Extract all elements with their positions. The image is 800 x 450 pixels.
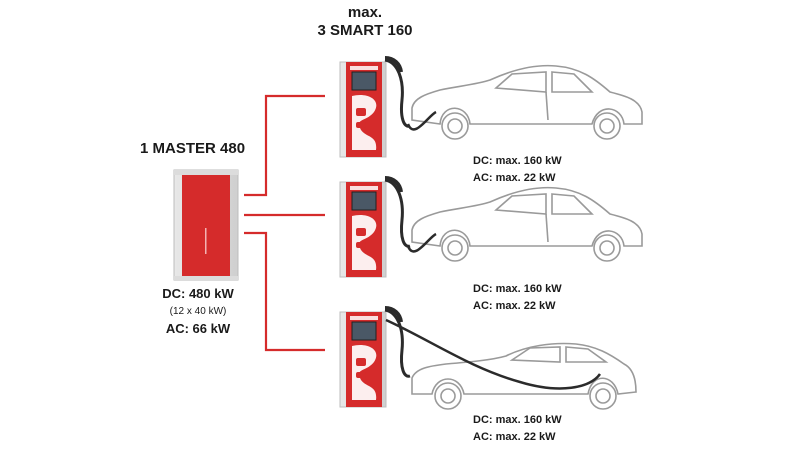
smart-count-title: 3 SMART 160 xyxy=(317,22,413,39)
master-dc-detail: (12 x 40 kW) xyxy=(169,306,227,317)
connection-line-3 xyxy=(244,231,325,352)
charger-3-ac-spec: AC: max. 22 kW xyxy=(473,431,556,443)
smart-160-charger-1 xyxy=(339,56,411,158)
charger-1-ac-spec: AC: max. 22 kW xyxy=(473,172,556,184)
master-480-cabinet xyxy=(173,169,239,281)
charger-plug-icon xyxy=(356,108,366,116)
smart-count-max: max. xyxy=(347,4,383,21)
charging-cable-1 xyxy=(406,110,437,131)
charger-2-ac-spec: AC: max. 22 kW xyxy=(473,300,556,312)
connection-lines xyxy=(244,94,325,352)
charger-3-dc-spec: DC: max. 160 kW xyxy=(473,414,562,426)
master-dc-spec: DC: 480 kW xyxy=(162,286,234,301)
master-ac-spec: AC: 66 kW xyxy=(165,321,231,336)
car-3 xyxy=(411,342,637,410)
charging-cable-3 xyxy=(385,318,602,390)
smart-160-charger-3 xyxy=(338,306,412,409)
charger-screen xyxy=(351,71,377,91)
charging-cable-2 xyxy=(406,232,437,253)
car-1 xyxy=(411,64,643,140)
car-2 xyxy=(411,186,643,262)
charger-2-dc-spec: DC: max. 160 kW xyxy=(473,283,562,295)
connection-line-1 xyxy=(244,94,325,197)
smart-160-charger-2 xyxy=(338,176,412,279)
charger-1-dc-spec: DC: max. 160 kW xyxy=(473,155,562,167)
master-brand-logo xyxy=(205,228,207,254)
master-title: 1 MASTER 480 xyxy=(140,140,246,157)
